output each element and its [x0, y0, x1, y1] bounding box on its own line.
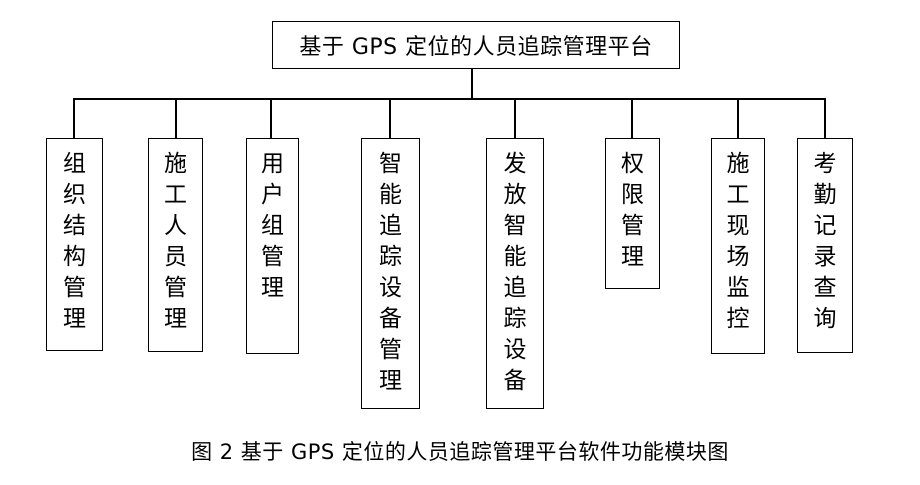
- module-box: 权限管理: [605, 138, 660, 289]
- module-label-char: 工: [164, 182, 187, 208]
- module-label-char: 管: [379, 337, 402, 363]
- module-label-char: 户: [261, 182, 284, 208]
- module-label-char: 组: [63, 151, 86, 177]
- module-label: 组织结构管理: [63, 149, 86, 335]
- module-label-char: 织: [63, 182, 86, 208]
- module-label-char: 权: [621, 151, 644, 177]
- module-label: 考勤记录查询: [814, 149, 837, 335]
- module-label-char: 管: [63, 275, 86, 301]
- module-box: 智能追踪设备管理: [361, 138, 420, 409]
- module-label-char: 理: [261, 275, 284, 301]
- horizontal-connector: [73, 98, 825, 100]
- module-label-char: 备: [379, 306, 402, 332]
- module-label-char: 施: [164, 151, 187, 177]
- module-box: 施工现场监控: [711, 138, 765, 354]
- module-label-char: 管: [621, 213, 644, 239]
- module-label-char: 追: [503, 275, 527, 301]
- module-label-char: 理: [63, 306, 86, 332]
- branch-connector-3: [270, 98, 272, 138]
- module-label-char: 踪: [379, 244, 402, 270]
- module-label-char: 控: [726, 306, 750, 332]
- module-label-char: 工: [726, 182, 750, 208]
- module-label-char: 施: [726, 151, 750, 177]
- module-label-char: 管: [164, 275, 187, 301]
- module-label-char: 智: [503, 213, 527, 239]
- branch-connector-4: [389, 98, 391, 138]
- module-label-char: 放: [503, 182, 527, 208]
- module-label-char: 勤: [813, 182, 837, 208]
- module-label-char: 组: [261, 213, 284, 239]
- module-label-char: 监: [726, 275, 750, 301]
- figure-caption: 图 2 基于 GPS 定位的人员追踪管理平台软件功能模块图: [191, 440, 729, 464]
- branch-connector-7: [737, 98, 739, 138]
- module-label-char: 管: [261, 244, 284, 270]
- module-label-char: 场: [726, 244, 750, 270]
- module-label: 发放智能追踪设备: [504, 149, 527, 397]
- module-label-char: 理: [621, 244, 644, 270]
- module-box: 用户组管理: [246, 138, 299, 354]
- module-box: 考勤记录查询: [797, 138, 853, 353]
- module-label-char: 员: [164, 244, 187, 270]
- module-label-char: 现: [726, 213, 750, 239]
- module-label-char: 能: [503, 244, 527, 270]
- branch-connector-1: [73, 98, 75, 138]
- module-label: 施工现场监控: [727, 149, 750, 335]
- module-label: 权限管理: [621, 149, 644, 273]
- module-box: 发放智能追踪设备: [486, 138, 544, 409]
- module-label-char: 构: [63, 244, 86, 270]
- root-node: 基于 GPS 定位的人员追踪管理平台: [272, 21, 680, 69]
- module-label: 智能追踪设备管理: [379, 149, 402, 397]
- module-label-char: 备: [503, 368, 527, 394]
- branch-connector-6: [631, 98, 633, 138]
- root-connector: [471, 69, 473, 99]
- module-label-char: 考: [813, 151, 837, 177]
- module-label: 用户组管理: [261, 149, 284, 304]
- root-label: 基于 GPS 定位的人员追踪管理平台: [299, 35, 653, 60]
- module-label-char: 记: [813, 213, 837, 239]
- module-label-char: 设: [503, 337, 527, 363]
- module-label-char: 录: [813, 244, 837, 270]
- module-label-char: 能: [379, 182, 402, 208]
- module-label-char: 询: [813, 306, 837, 332]
- module-label-char: 结: [63, 213, 86, 239]
- module-label-char: 设: [379, 275, 402, 301]
- module-label-char: 追: [379, 213, 402, 239]
- module-label-char: 查: [813, 275, 837, 301]
- module-label: 施工人员管理: [164, 149, 187, 335]
- module-label-char: 用: [261, 151, 284, 177]
- module-label-char: 限: [621, 182, 644, 208]
- branch-connector-2: [175, 98, 177, 138]
- module-box: 施工人员管理: [148, 138, 203, 352]
- module-label-char: 人: [164, 213, 187, 239]
- branch-connector-5: [514, 98, 516, 138]
- branch-connector-8: [824, 98, 826, 138]
- module-box: 组织结构管理: [46, 138, 103, 351]
- module-label-char: 理: [379, 368, 402, 394]
- module-label-char: 踪: [503, 306, 527, 332]
- module-label-char: 智: [379, 151, 402, 177]
- module-label-char: 发: [503, 151, 527, 177]
- module-label-char: 理: [164, 306, 187, 332]
